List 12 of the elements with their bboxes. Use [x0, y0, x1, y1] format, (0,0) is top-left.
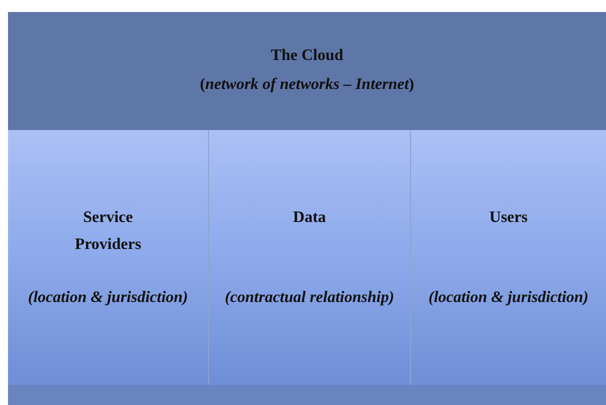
- heading: Users: [488, 208, 529, 228]
- heading: Data: [292, 208, 327, 228]
- column-panel: [208, 130, 410, 385]
- column-panel: [8, 130, 208, 385]
- subtitle: (location & jurisdiction): [427, 288, 590, 308]
- subtitle: (location & jurisdiction): [26, 288, 189, 308]
- heading: The Cloud: [270, 46, 344, 66]
- cloud-band: [8, 12, 606, 130]
- subtitle: (network of networks – Internet): [198, 75, 416, 95]
- subtitle: (contractual relationship): [224, 288, 396, 308]
- column-panel: [410, 130, 606, 385]
- heading: Service Providers: [74, 208, 142, 255]
